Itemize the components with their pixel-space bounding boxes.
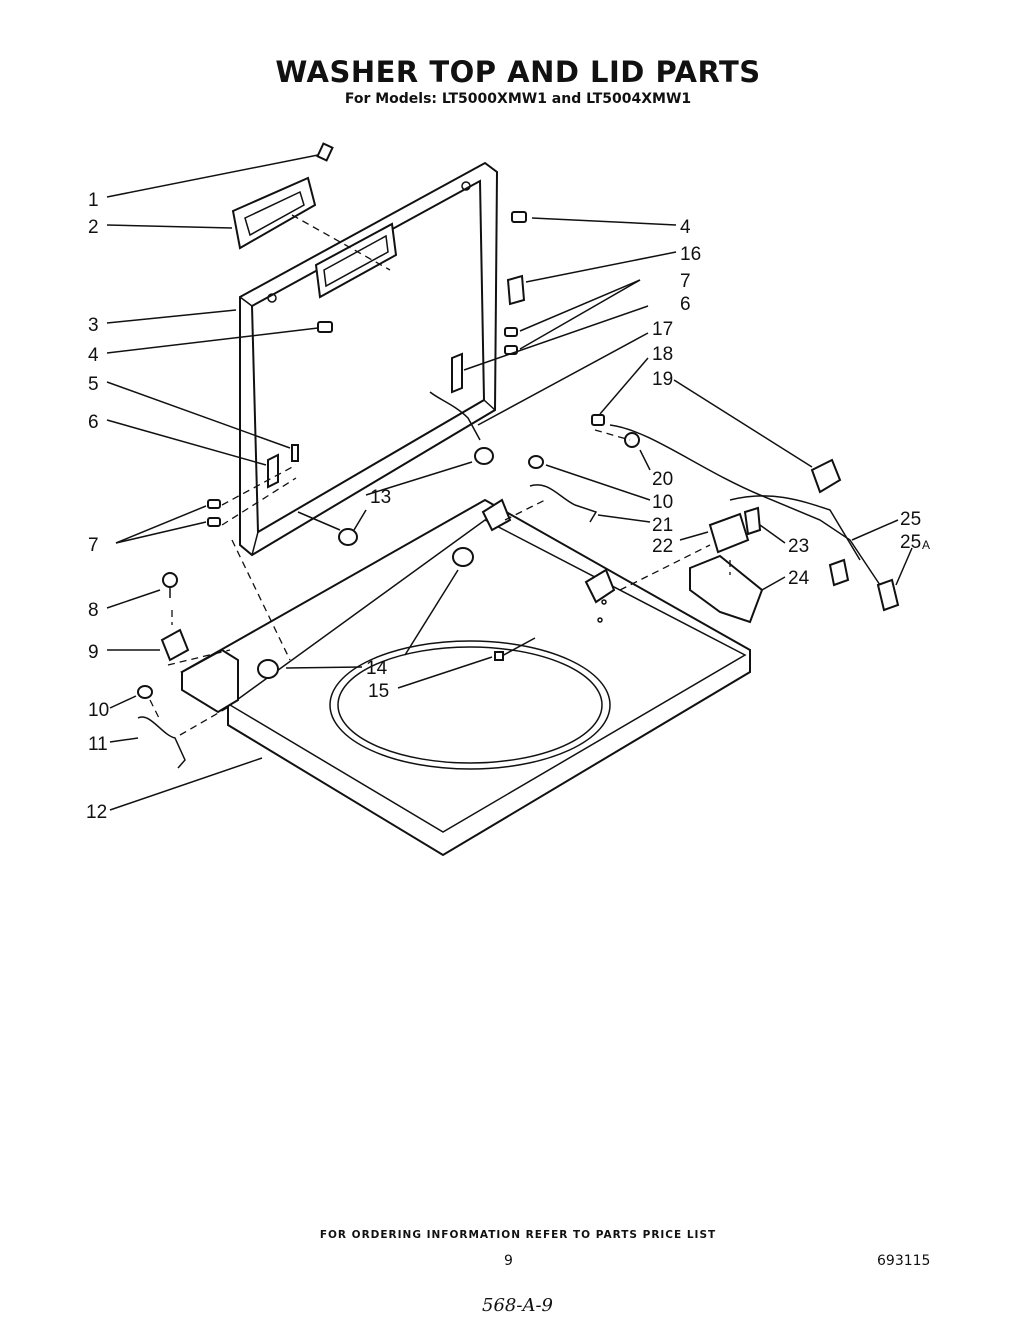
callout-14: 14 — [366, 658, 388, 679]
callout-23: 23 — [788, 536, 809, 557]
callout-6-right: 6 — [680, 294, 691, 315]
callout-9: 9 — [88, 642, 99, 663]
callout-15: 15 — [368, 681, 389, 702]
callout-18: 18 — [652, 344, 673, 365]
callout-4-right: 4 — [680, 217, 691, 238]
callout-7-left: 7 — [88, 535, 99, 556]
callout-22: 22 — [652, 536, 673, 557]
callout-1: 1 — [88, 190, 99, 211]
callout-13: 13 — [370, 487, 391, 508]
leader-lines — [106, 154, 913, 811]
small-parts — [137, 142, 900, 769]
callout-2: 2 — [88, 217, 99, 238]
callout-10-right: 10 — [652, 492, 673, 513]
lid-frame — [239, 161, 499, 557]
handwritten-note: 568-A-9 — [482, 1295, 553, 1316]
washer-top — [180, 498, 751, 857]
callout-25a: 25 — [900, 532, 921, 553]
callout-6-left: 6 — [88, 412, 99, 433]
callout-3: 3 — [88, 315, 99, 336]
diagram-title: WASHER TOP AND LID PARTS — [275, 55, 761, 89]
callout-25a-suffix: A — [922, 538, 930, 552]
callout-25: 25 — [900, 509, 921, 530]
callout-11: 11 — [88, 734, 108, 755]
ordering-info-note: FOR ORDERING INFORMATION REFER TO PARTS … — [319, 1229, 717, 1241]
callout-17: 17 — [652, 319, 673, 340]
callout-12: 12 — [86, 802, 107, 823]
callout-20: 20 — [652, 469, 673, 490]
callout-10-left: 10 — [88, 700, 109, 721]
callout-labels: 1 2 3 4 5 6 7 8 9 10 11 12 13 14 15 4 16… — [86, 190, 930, 823]
diagram-subtitle: For Models: LT5000XMW1 and LT5004XMW1 — [344, 91, 692, 107]
callout-7-right: 7 — [680, 271, 691, 292]
callout-21: 21 — [652, 515, 673, 536]
assembly-lines — [149, 214, 731, 736]
callout-24: 24 — [788, 568, 810, 589]
callout-19: 19 — [652, 369, 673, 390]
document-number: 693115 — [877, 1253, 931, 1269]
page-number: 9 — [504, 1253, 513, 1269]
callout-8: 8 — [88, 600, 99, 621]
callout-4-left: 4 — [88, 345, 99, 366]
callout-5: 5 — [88, 374, 99, 395]
callout-16: 16 — [680, 244, 701, 265]
